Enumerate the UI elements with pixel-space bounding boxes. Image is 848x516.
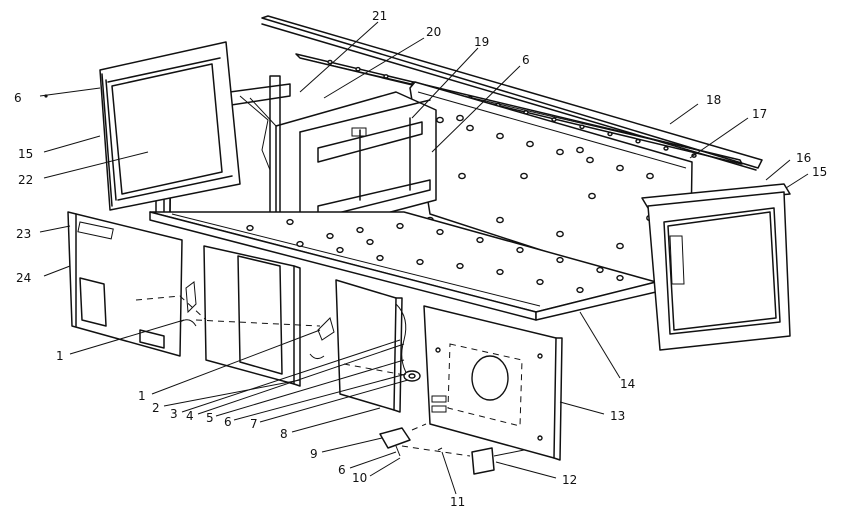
mounting-hole (356, 226, 364, 234)
callout-6-bottom: 6 (338, 463, 346, 477)
callout-21: 21 (372, 9, 387, 23)
left-door-frame (99, 41, 241, 211)
callout-14: 14 (620, 377, 635, 391)
callout-20: 20 (426, 25, 441, 39)
base-tray (149, 211, 657, 321)
mounting-hole (456, 114, 464, 122)
mounting-hole (383, 74, 389, 79)
side-panel (67, 211, 197, 357)
mounting-hole (607, 131, 613, 137)
callout-22: 22 (18, 173, 33, 187)
callout-1-upper: 1 (56, 349, 64, 363)
callout-19: 19 (474, 35, 489, 49)
callout-6-top: 6 (522, 53, 530, 67)
small-parts (379, 370, 525, 475)
callout-6-left: 6 (14, 91, 22, 105)
mounting-hole (556, 230, 564, 238)
mounting-hole (586, 156, 594, 164)
callout-5: 5 (206, 411, 214, 425)
mounting-hole (516, 246, 524, 254)
callout-10: 10 (352, 471, 367, 485)
callout-7: 7 (250, 417, 258, 431)
mounting-hole (355, 66, 361, 72)
right-door-frame (641, 183, 791, 351)
mounting-hole (635, 138, 641, 144)
mounting-hole (396, 222, 404, 230)
mounting-hole (496, 132, 504, 140)
callout-8: 8 (280, 427, 288, 441)
mounting-hole (366, 238, 374, 246)
motor-plate (423, 305, 563, 461)
mounting-hole (286, 218, 294, 226)
callout-13: 13 (610, 409, 625, 423)
callout-16: 16 (796, 151, 811, 165)
assembly-guides (135, 295, 471, 457)
mounting-hole (616, 242, 624, 250)
mounting-hole (520, 172, 528, 180)
inner-panels (203, 245, 409, 413)
mounting-hole (476, 236, 484, 244)
callout-1-lower: 1 (138, 389, 146, 403)
mounting-hole (436, 228, 444, 236)
callout-15-right: 15 (812, 165, 827, 179)
mounting-hole (336, 246, 344, 254)
callout-11: 11 (450, 495, 465, 509)
mounting-hole (576, 146, 584, 154)
mounting-hole (556, 148, 564, 156)
mounting-hole (436, 116, 444, 124)
mounting-hole (296, 240, 304, 248)
callout-23: 23 (16, 227, 31, 241)
callout-3: 3 (170, 407, 178, 421)
callout-12: 12 (562, 473, 577, 487)
mounting-hole (246, 224, 254, 232)
mounting-hole (588, 192, 596, 200)
mounting-hole (526, 140, 534, 148)
leader-dot (44, 94, 48, 98)
leader-lines (39, 21, 809, 495)
mounting-hole (576, 286, 584, 294)
mounting-hole (466, 124, 474, 132)
mounting-hole (663, 146, 669, 151)
callout-15-left: 15 (18, 147, 33, 161)
callout-24: 24 (16, 271, 31, 285)
divider-frame (275, 91, 437, 237)
mounting-hole (551, 117, 557, 122)
mounting-hole (458, 172, 466, 180)
callout-17: 17 (752, 107, 767, 121)
mounting-hole (376, 254, 384, 262)
mounting-hole (556, 256, 564, 264)
mounting-hole (327, 59, 333, 65)
mounting-hole (616, 164, 624, 172)
callout-4: 4 (186, 409, 194, 423)
mounting-hole (326, 232, 334, 240)
mounting-hole (496, 216, 504, 224)
callout-9: 9 (310, 447, 318, 461)
mounting-hole (536, 278, 544, 286)
mounting-hole (596, 266, 604, 274)
mounting-hole (616, 274, 624, 282)
callout-2: 2 (152, 401, 160, 415)
callout-6-mid: 6 (224, 415, 232, 429)
callout-18: 18 (706, 93, 721, 107)
mounting-hole (646, 172, 654, 180)
callout-labels: 21 20 19 6 6 18 17 16 15 15 22 23 24 1 1… (14, 9, 827, 509)
mounting-hole (416, 258, 424, 266)
mounting-hole (579, 124, 585, 130)
mounting-hole (496, 268, 504, 276)
mounting-hole (456, 262, 464, 270)
